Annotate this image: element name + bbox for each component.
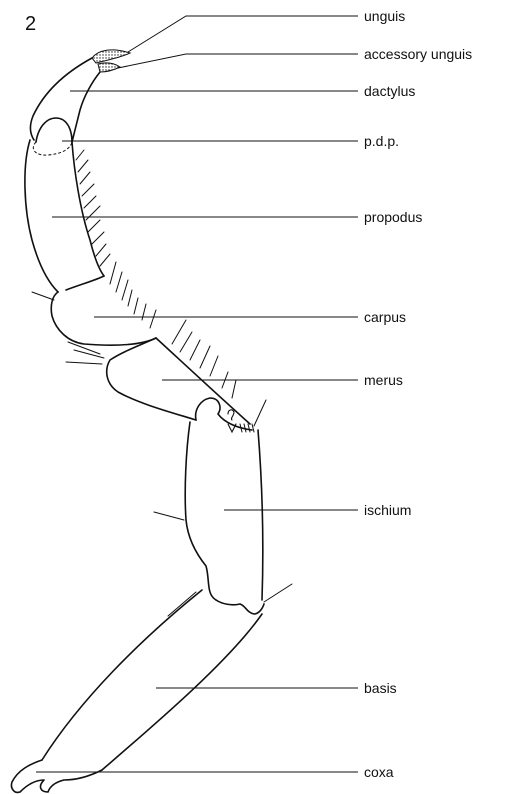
label-pdp: p.d.p. (364, 133, 399, 149)
leader-accessory-unguis (118, 54, 358, 68)
label-basis: basis (364, 680, 397, 696)
leader-unguis (128, 16, 358, 52)
leg-outline (11, 50, 292, 793)
figure-number: 2 (25, 13, 36, 35)
pdp-shape (36, 118, 72, 142)
merus-setae (66, 320, 236, 398)
accessory-unguis-shape (98, 63, 120, 72)
label-coxa: coxa (364, 764, 394, 780)
labels: unguis accessory unguis dactylus p.d.p. … (364, 8, 472, 780)
leader-lines (36, 16, 358, 772)
basis-shape (42, 590, 264, 770)
label-carpus: carpus (364, 309, 406, 325)
unguis-shape (92, 50, 130, 63)
label-ischium: ischium (364, 502, 411, 518)
ischium-shape (185, 398, 263, 600)
label-propodus: propodus (364, 209, 422, 225)
carpus-setae (32, 262, 156, 328)
propodus-shape (25, 140, 104, 292)
label-unguis: unguis (364, 8, 405, 24)
coxa-shape (11, 760, 102, 792)
ischium-setae (154, 400, 292, 616)
label-merus: merus (364, 372, 403, 388)
carpus-shape (51, 276, 156, 345)
label-accessory-unguis: accessory unguis (364, 46, 472, 62)
dactylus-shape (30, 58, 100, 142)
label-dactylus: dactylus (364, 83, 415, 99)
